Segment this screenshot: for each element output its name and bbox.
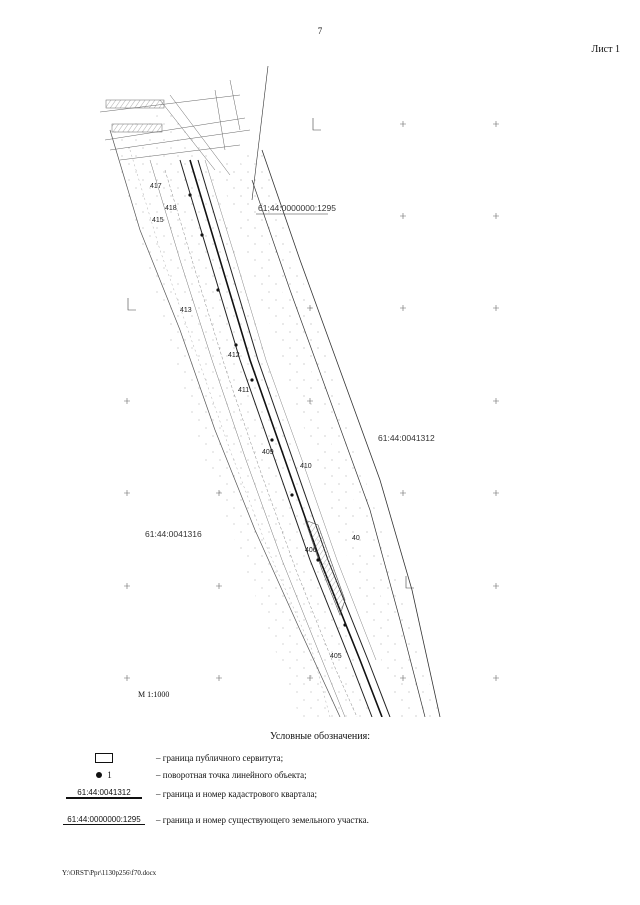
linear-object-axis	[189, 159, 383, 717]
legend-title: Условные обозначения:	[269, 731, 370, 742]
parcel-label-leader	[251, 65, 269, 201]
parcel-number-label: 61:44:0000000:1295	[258, 203, 336, 213]
point-labels: 417 418 415 413 412 411 409 410 406 405 …	[150, 183, 360, 660]
legend-text: – граница и номер существующего земельно…	[156, 815, 369, 825]
legend-symbol-label: 61:44:0000000:1295	[67, 815, 141, 824]
legend-text: – поворотная точка линейного объекта;	[156, 770, 307, 780]
quarter-label-right: 61:44:0041312	[378, 433, 435, 443]
svg-text:415: 415	[152, 217, 164, 224]
turning-point-icon	[96, 772, 103, 778]
parcel-line-icon	[63, 824, 145, 825]
dotted-zone-middle	[215, 160, 420, 717]
slope-zone	[304, 519, 346, 616]
map-scale: М 1:1000	[138, 690, 170, 699]
svg-text:412: 412	[228, 352, 240, 359]
legend-symbol-label: 1	[107, 770, 112, 780]
dotted-zone-left	[110, 110, 370, 717]
legend-item-turning-point: 1 – поворотная точка линейного объекта;	[60, 770, 307, 780]
top-structures	[99, 79, 251, 176]
quarter-label-left: 61:44:0041316	[145, 529, 202, 539]
quarter-line-icon	[66, 797, 142, 799]
grid-crosses	[124, 121, 499, 681]
legend-text: – граница и номер кадастрового квартала;	[156, 788, 318, 799]
svg-text:410: 410	[300, 463, 312, 470]
sheet-label: Лист 1	[591, 44, 620, 55]
legend-item-land-parcel: 61:44:0000000:1295 – граница и номер сущ…	[60, 815, 369, 825]
legend-item-cadastral-quarter: 61:44:0041312 – граница и номер кадастро…	[60, 788, 317, 799]
legend-symbol-label: 61:44:0041312	[77, 788, 131, 797]
quarter-boundary-right	[261, 149, 441, 717]
servitude-left	[179, 159, 373, 717]
legend-item-servitude: – граница публичного сервитута;	[60, 753, 283, 763]
file-path-footer: Y:\ORST\Ppr\1130p256\f70.docx	[62, 869, 157, 877]
legend-text: – граница публичного сервитута;	[156, 753, 284, 763]
servitude-rectangle-icon	[95, 753, 113, 763]
svg-text:409: 409	[262, 449, 274, 456]
strip-left-edge	[109, 129, 341, 717]
svg-text:405: 405	[330, 653, 342, 660]
servitude-right	[197, 159, 391, 717]
page-number: 7	[317, 26, 323, 36]
svg-text:413: 413	[180, 307, 192, 314]
grid-ticks	[127, 118, 414, 589]
cadastral-map: 417 418 415 413 412 411 409 410 406 405 …	[99, 65, 499, 717]
svg-text:417: 417	[150, 183, 162, 190]
parcel-boundary	[251, 179, 426, 717]
turning-points	[188, 193, 347, 627]
svg-text:411: 411	[238, 387, 249, 394]
dotted-zone-right	[238, 150, 440, 717]
svg-text:40: 40	[352, 535, 360, 542]
svg-text:406: 406	[305, 547, 317, 554]
svg-text:418: 418	[165, 205, 177, 212]
